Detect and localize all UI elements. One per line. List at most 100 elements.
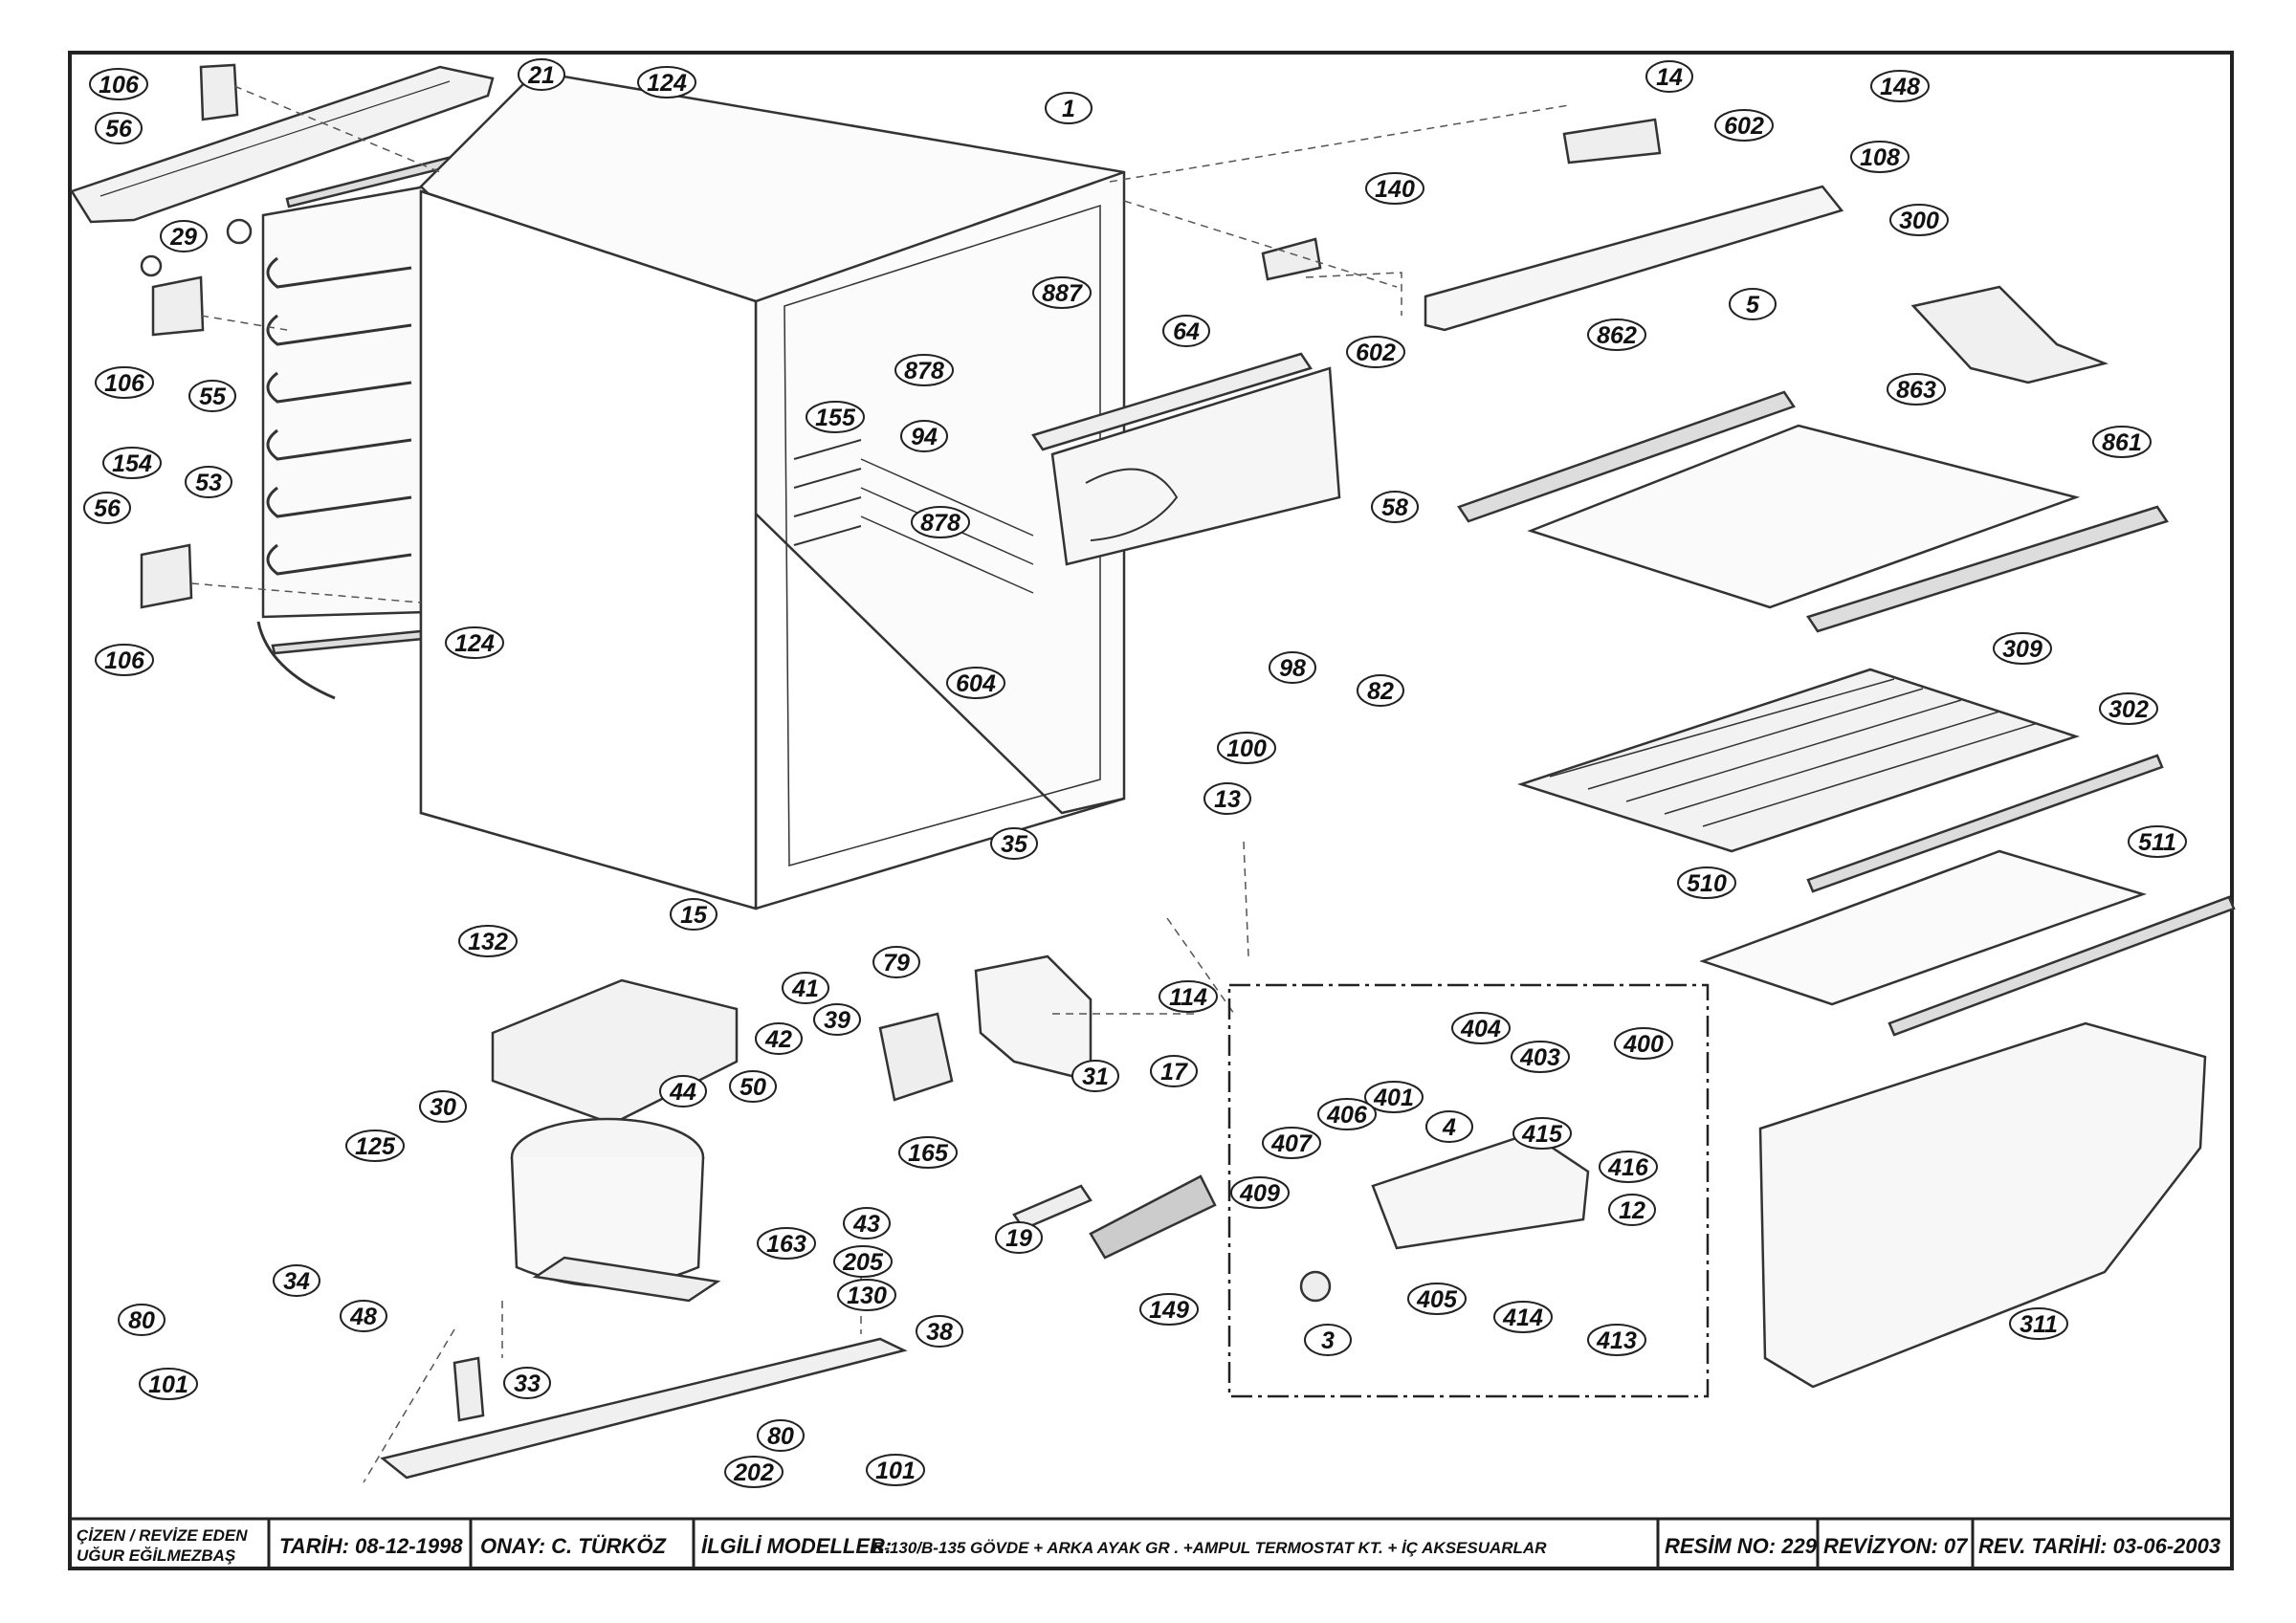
callout-oval xyxy=(916,1315,963,1348)
callout-oval xyxy=(1150,1055,1198,1087)
drawing-number: RESİM NO: 229 xyxy=(1665,1534,1818,1558)
callout-3: 3 xyxy=(1304,1324,1352,1356)
callout-oval xyxy=(1729,288,1777,320)
callout-number: 510 xyxy=(1687,870,1727,897)
callout-53: 53 xyxy=(185,466,232,498)
knob-3 xyxy=(1299,1270,1332,1303)
callout-oval xyxy=(1677,866,1736,899)
callout-oval xyxy=(1889,204,1949,236)
callout-165: 165 xyxy=(898,1136,958,1169)
bracket-56-top xyxy=(199,63,239,121)
top-back-cover xyxy=(70,65,495,224)
callout-oval xyxy=(118,1304,166,1336)
callout-4: 4 xyxy=(1425,1110,1473,1143)
callout-number: 64 xyxy=(1173,318,1200,345)
callout-887: 887 xyxy=(1032,276,1092,309)
callout-number: 878 xyxy=(904,358,944,384)
callout-oval xyxy=(1230,1176,1290,1209)
callout-64: 64 xyxy=(1162,315,1210,347)
freezer-door xyxy=(1050,366,1341,566)
callout-510: 510 xyxy=(1677,866,1736,899)
callout-oval xyxy=(1304,1324,1352,1356)
callout-oval xyxy=(95,644,154,676)
callout-oval xyxy=(1162,315,1210,347)
callout-oval xyxy=(2128,825,2187,858)
compressor xyxy=(510,1117,721,1303)
callout-oval xyxy=(160,220,208,252)
callout-oval xyxy=(806,401,865,433)
wire-shelf xyxy=(1516,668,2080,853)
callout-number: 416 xyxy=(1607,1154,1649,1181)
callout-oval xyxy=(340,1300,387,1332)
callout-number: 861 xyxy=(2102,429,2142,456)
callout-511: 511 xyxy=(2128,825,2187,858)
callout-407: 407 xyxy=(1262,1127,1321,1159)
callout-oval xyxy=(724,1456,784,1488)
callout-number: 406 xyxy=(1326,1102,1368,1129)
callout-number: 401 xyxy=(1373,1085,1414,1111)
callout-oval xyxy=(659,1075,707,1108)
callout-106: 106 xyxy=(89,68,148,100)
callout-number: 130 xyxy=(847,1283,887,1309)
callout-oval xyxy=(1850,141,1910,173)
callout-oval xyxy=(185,466,232,498)
callout-oval xyxy=(946,667,1005,699)
bracket-55 xyxy=(151,275,205,337)
callout-number: 149 xyxy=(1149,1297,1189,1324)
callout-82: 82 xyxy=(1357,674,1404,707)
callout-oval xyxy=(95,366,154,399)
callout-oval xyxy=(1364,1081,1424,1113)
callout-oval xyxy=(273,1264,320,1297)
callout-80: 80 xyxy=(118,1304,166,1336)
callout-oval xyxy=(83,492,131,524)
callout-19: 19 xyxy=(995,1221,1043,1254)
callout-number: 511 xyxy=(2138,829,2176,856)
callout-oval xyxy=(445,626,504,659)
callout-number: 5 xyxy=(1746,292,1760,318)
callout-15: 15 xyxy=(670,898,718,931)
callout-number: 43 xyxy=(852,1211,880,1238)
callout-155: 155 xyxy=(806,401,865,433)
callout-number: 300 xyxy=(1899,208,1939,234)
callout-number: 414 xyxy=(1502,1305,1543,1331)
callout-309: 309 xyxy=(1993,632,2052,665)
callout-number: 4 xyxy=(1442,1114,1456,1141)
callout-oval xyxy=(1512,1117,1572,1150)
callout-205: 205 xyxy=(833,1245,893,1278)
callout-oval xyxy=(1346,336,1405,368)
rail-302 xyxy=(1806,754,2164,893)
callout-13: 13 xyxy=(1203,782,1251,815)
callout-132: 132 xyxy=(458,925,518,957)
drawn-by-name: UĞUR EĞİLMEZBAŞ xyxy=(77,1546,236,1565)
callout-863: 863 xyxy=(1887,373,1946,406)
callout-oval xyxy=(345,1130,405,1162)
callout-number: 409 xyxy=(1239,1180,1280,1207)
callout-number: 50 xyxy=(740,1074,766,1101)
callout-oval xyxy=(1451,1012,1511,1044)
callout-oval xyxy=(1993,632,2052,665)
callout-oval xyxy=(813,1003,861,1036)
callout-404: 404 xyxy=(1451,1012,1511,1044)
callout-oval xyxy=(139,1368,198,1400)
callout-30: 30 xyxy=(419,1090,467,1123)
callout-number: 31 xyxy=(1082,1064,1109,1090)
callout-94: 94 xyxy=(900,420,948,452)
callout-33: 33 xyxy=(503,1367,551,1399)
callout-number: 124 xyxy=(647,70,687,97)
callout-number: 878 xyxy=(920,510,960,537)
callout-number: 12 xyxy=(1619,1197,1645,1224)
crisper-box xyxy=(1758,1021,2207,1389)
callout-number: 56 xyxy=(94,495,121,522)
callout-862: 862 xyxy=(1587,318,1646,351)
leader-dashes xyxy=(190,85,1570,1483)
callout-50: 50 xyxy=(729,1070,777,1103)
callout-number: 14 xyxy=(1656,64,1683,91)
callout-number: 309 xyxy=(2002,636,2042,663)
callout-number: 311 xyxy=(2020,1311,2058,1338)
callout-oval xyxy=(757,1227,816,1260)
callout-number: 58 xyxy=(1381,494,1408,521)
callout-311: 311 xyxy=(2009,1307,2068,1340)
callout-oval xyxy=(1217,732,1276,764)
callout-number: 148 xyxy=(1880,74,1920,100)
